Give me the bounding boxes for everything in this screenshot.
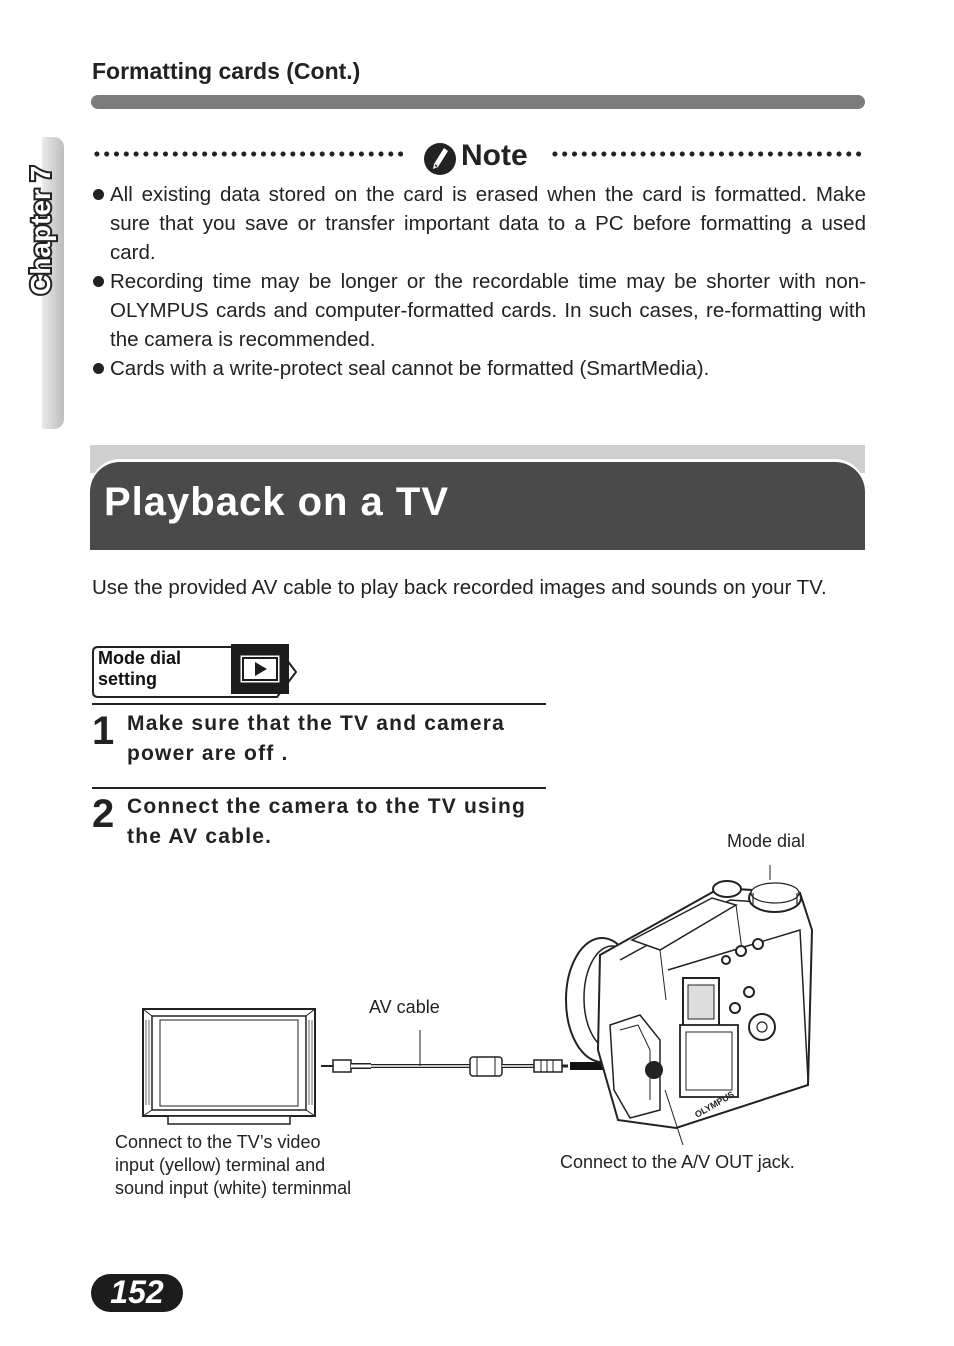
step-1-text: Make sure that the TV and camera power a… (127, 712, 506, 765)
header-rule (91, 95, 865, 109)
camera-icon: OLYMPUS (565, 865, 814, 1146)
note-dots-left (92, 149, 406, 159)
note-list: All existing data stored on the card is … (92, 180, 866, 383)
note-pencil-icon (424, 143, 456, 175)
note-item: Cards with a write-protect seal cannot b… (92, 354, 866, 383)
step-1-number: 1 (92, 709, 115, 753)
step-2-rule (92, 787, 546, 789)
av-out-caption: Connect to the A/V OUT jack. (560, 1152, 795, 1172)
intro-paragraph: Use the provided AV cable to play back r… (92, 576, 827, 599)
chapter-label: Chapter 7 (23, 164, 58, 297)
playback-icon (231, 644, 289, 694)
mode-dial-label-line1: Mode dial (98, 648, 182, 668)
chapter-tab (42, 137, 64, 429)
section-banner (90, 462, 865, 550)
note-item: All existing data stored on the card is … (92, 180, 866, 267)
camera-brand: OLYMPUS (693, 1089, 736, 1120)
tv-input-caption: Connect to the TV’s video input (yellow)… (115, 1132, 352, 1198)
mode-dial-label-line2: setting (98, 669, 158, 689)
mode-dial-setting (92, 646, 297, 698)
step-2-number: 2 (92, 792, 115, 836)
page-number-badge (91, 1274, 183, 1312)
section-header: Formatting cards (Cont.) (92, 58, 361, 84)
step-1-rule (92, 703, 546, 705)
page-title: Playback on a TV (104, 480, 450, 524)
av-cable-icon (321, 1030, 648, 1080)
note-title: Note (461, 139, 528, 172)
note-dots-right (550, 149, 864, 159)
mode-dial-label: Mode dial setting (98, 648, 181, 690)
av-cable-caption: AV cable (369, 997, 440, 1017)
tv-icon (142, 1008, 316, 1125)
step-2-text: Connect the camera to the TV using the A… (127, 795, 527, 848)
page-number: 152 (110, 1274, 164, 1310)
mode-dial-caption: Mode dial (727, 831, 806, 851)
note-item: Recording time may be longer or the reco… (92, 267, 866, 354)
chapter-label-text: Chapter 7 (25, 166, 56, 295)
